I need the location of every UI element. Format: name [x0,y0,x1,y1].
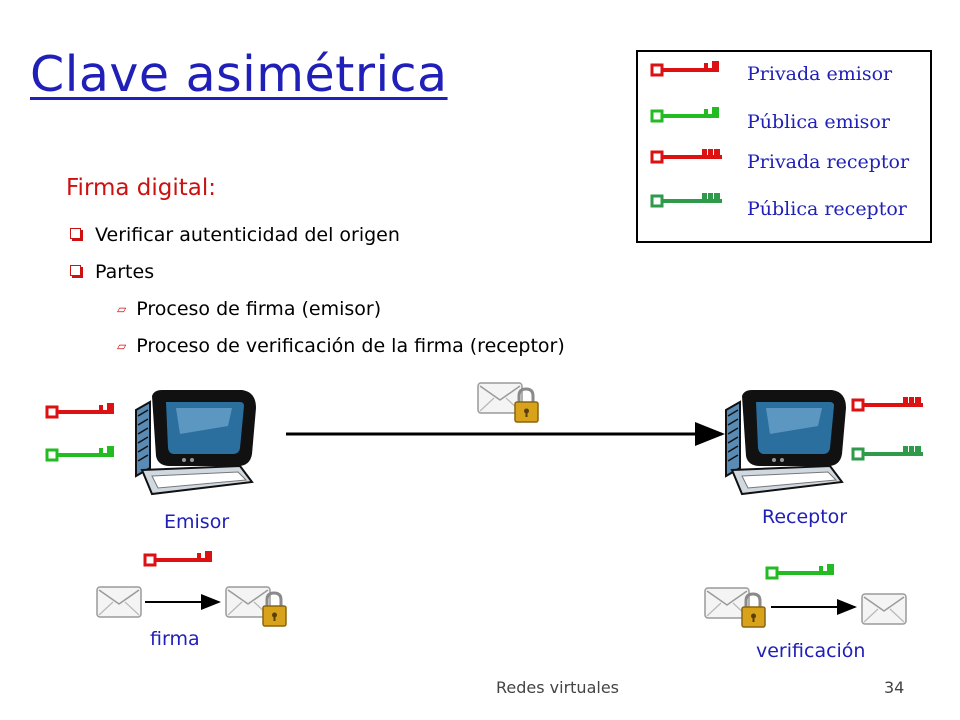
legend-key-public-sender-icon [650,107,719,123]
legend-key-private-sender-icon [650,61,719,77]
legend-label-private-receiver: Privada receptor [747,151,910,173]
sender-label: Emisor [164,511,230,533]
sub-bullet-marker-icon: ▱ [117,302,127,316]
legend-label-public-sender: Pública emisor [747,111,890,133]
legend-key-private-receiver-icon [650,149,722,164]
key-legend [636,50,932,243]
receiver-public-key-icon [851,446,923,461]
verified-envelope-icon [861,593,907,625]
sub-bullet-item: ▱ Proceso de verificación de la firma (re… [117,335,565,357]
received-signed-envelope-icon [704,587,766,628]
sign-label: firma [150,628,200,650]
verify-public-key-icon [765,564,834,580]
receiver-label: Receptor [762,506,848,528]
legend-key-public-receiver-icon [650,193,722,208]
sign-private-key-icon [143,551,212,567]
sender-computer-icon [135,390,256,496]
receiver-private-key-icon [851,397,923,412]
bullet-text: Verificar autenticidad del origen [95,224,400,246]
bullet-item: Partes [70,261,154,283]
verify-label: verificación [756,640,866,662]
sub-bullet-text: Proceso de firma (emisor) [136,298,382,320]
legend-label-public-receiver: Pública receptor [747,198,907,220]
transmitted-envelope-icon [477,382,539,423]
bullet-item: Verificar autenticidad del origen [70,224,400,246]
footer-course: Redes virtuales [496,678,619,697]
sub-bullet-text: Proceso de verificación de la firma (rec… [136,335,565,357]
bullet-marker-icon [70,265,81,276]
bullet-text: Partes [95,261,155,283]
legend-label-private-sender: Privada emisor [747,63,893,85]
sub-bullet-marker-icon: ▱ [117,339,127,353]
sub-bullet-item: ▱ Proceso de firma (emisor) [117,298,381,320]
slide-title: Clave asimétrica [30,46,448,103]
plain-envelope-icon [96,586,142,618]
bullet-marker-icon [70,228,81,239]
sender-public-key-icon [45,446,114,462]
receiver-computer-icon [725,390,846,496]
sender-private-key-icon [45,403,114,419]
page-number: 34 [884,678,905,697]
section-heading: Firma digital: [66,175,217,201]
signed-envelope-icon [225,586,287,627]
